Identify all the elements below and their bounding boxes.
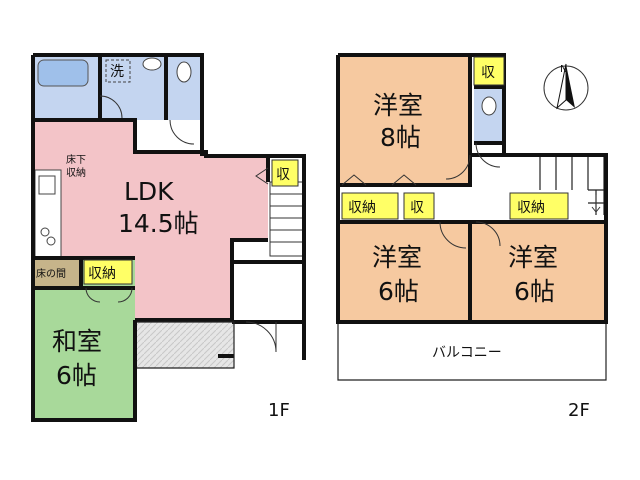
stove-icon [46, 236, 56, 246]
toilet-2f-icon [481, 96, 497, 116]
underfloor-label-2: 収納 [66, 166, 86, 179]
closet-doors [341, 174, 417, 186]
washitsu-room [33, 290, 135, 422]
floor-1f: 収 洗 床下 収納 LDK 14.5帖 床の間 収納 和室 6帖 1F [31, 53, 306, 422]
door-closet [85, 287, 133, 303]
floor-label-1f: 1F [268, 400, 290, 421]
room-b [338, 222, 470, 322]
compass: N [543, 63, 589, 111]
toilet-icon [176, 61, 192, 83]
closet-right-label: 収納 [517, 200, 545, 216]
stair-1f [269, 181, 305, 257]
door-bath [99, 95, 123, 119]
door-room-b [439, 221, 467, 249]
room-b-size: 6帖 [378, 277, 419, 306]
room-c [472, 222, 606, 322]
balcony-outline [337, 324, 607, 381]
underfloor-label-1: 床下 [66, 153, 86, 166]
closet-right-box [509, 192, 569, 220]
sink-icon [142, 57, 162, 71]
closet-left-box [341, 192, 399, 220]
bathtub [37, 59, 89, 87]
entrance-outline [137, 321, 235, 369]
balcony-label: バルコニー [432, 345, 502, 361]
entrance-step [218, 354, 234, 358]
closet-left-label: 収納 [348, 200, 376, 216]
walls-1f [31, 53, 306, 422]
storage-label-box [271, 159, 299, 187]
door-room-c [475, 221, 501, 247]
stair-treads [270, 193, 304, 243]
storage-small-label: 収 [276, 167, 290, 183]
entrance-tile [137, 322, 234, 368]
tokonoma [33, 258, 81, 288]
closet-left-small-label: 収 [410, 200, 424, 216]
room-a-size: 8帖 [380, 123, 421, 152]
compass-needle [566, 64, 575, 108]
room-a-storage-label: 収 [481, 65, 495, 81]
door-entrance [245, 321, 277, 353]
stove-icon [40, 227, 50, 237]
door-toilet [169, 119, 195, 145]
room-b-name: 洋室 [372, 243, 422, 272]
wash-label: 洗 [110, 64, 124, 80]
ldk-name: LDK [124, 177, 174, 206]
compass-needle-half [556, 63, 567, 110]
washitsu-size: 6帖 [56, 361, 97, 390]
room-c-size: 6帖 [514, 277, 555, 306]
door-room-a [445, 154, 471, 180]
washitsu-name: 和室 [52, 327, 102, 356]
room-a-name: 洋室 [373, 91, 423, 120]
floor-2f: 収納 収 収納 収 洋室 8帖 洋室 6帖 洋室 6帖 バルコニー 2F [336, 53, 608, 421]
ldk-size: 14.5帖 [118, 209, 199, 238]
floor-label-2f: 2F [568, 400, 590, 421]
door-toilet-2f [475, 142, 501, 168]
room-c-name: 洋室 [508, 243, 558, 272]
room-a-storage-box [473, 56, 505, 86]
closet-left-small-box [403, 192, 435, 220]
closet-label: 収納 [88, 266, 116, 282]
balcony-area [338, 324, 606, 380]
stair-arrow [591, 195, 601, 213]
washer-box [105, 59, 131, 83]
sink-kitchen [38, 175, 56, 195]
tokonoma-label: 床の間 [36, 267, 66, 280]
compass-north-label: N [560, 64, 567, 75]
walls-2f [336, 53, 608, 324]
closet-label-box [83, 259, 133, 285]
arrow-storage [255, 167, 269, 185]
room-a [338, 55, 470, 185]
